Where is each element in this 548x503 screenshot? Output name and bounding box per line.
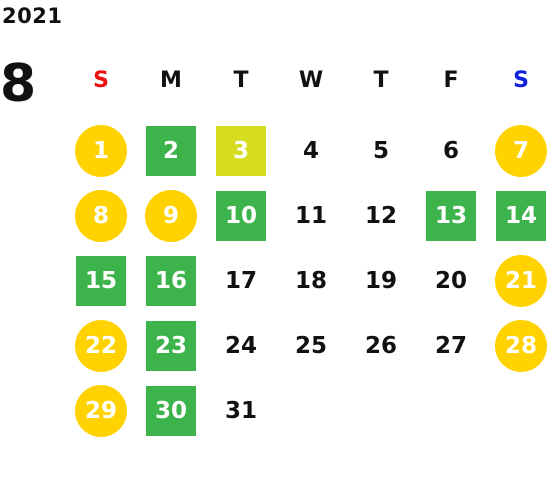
day-cell[interactable]: 17 — [224, 268, 257, 294]
day-cell[interactable]: 1 — [75, 125, 127, 177]
day-cell[interactable]: 3 — [216, 126, 266, 176]
day-cell[interactable]: 23 — [146, 321, 196, 371]
day-cell[interactable]: 4 — [302, 138, 319, 164]
day-cell[interactable]: 24 — [224, 333, 257, 359]
day-cell[interactable]: 22 — [75, 320, 127, 372]
year-label: 2021 — [2, 4, 63, 28]
day-cell[interactable]: 15 — [76, 256, 126, 306]
day-cell[interactable]: 27 — [434, 333, 467, 359]
day-cell[interactable]: 11 — [294, 203, 327, 229]
weekday-label: S — [93, 68, 109, 93]
day-cell[interactable]: 12 — [364, 203, 397, 229]
day-cell[interactable]: 26 — [364, 333, 397, 359]
day-cell[interactable]: 31 — [224, 398, 257, 424]
day-cell[interactable]: 14 — [496, 191, 546, 241]
weekday-label: T — [373, 68, 389, 93]
day-cell[interactable]: 6 — [442, 138, 459, 164]
day-cell[interactable]: 2 — [146, 126, 196, 176]
weekday-label: T — [233, 68, 249, 93]
day-cell[interactable]: 16 — [146, 256, 196, 306]
day-cell[interactable]: 28 — [495, 320, 547, 372]
day-cell[interactable]: 30 — [146, 386, 196, 436]
month-number: 8 — [0, 54, 37, 114]
day-cell[interactable]: 20 — [434, 268, 467, 294]
day-cell[interactable]: 8 — [75, 190, 127, 242]
day-cell[interactable]: 13 — [426, 191, 476, 241]
day-cell[interactable]: 18 — [294, 268, 327, 294]
day-cell[interactable]: 29 — [75, 385, 127, 437]
weekday-label: F — [443, 68, 459, 93]
weekday-label: S — [513, 68, 529, 93]
day-cell[interactable]: 10 — [216, 191, 266, 241]
day-cell[interactable]: 19 — [364, 268, 397, 294]
weekday-label: W — [298, 68, 324, 93]
day-cell[interactable]: 25 — [294, 333, 327, 359]
day-cell[interactable]: 7 — [495, 125, 547, 177]
weekday-label: M — [160, 68, 182, 93]
day-cell[interactable]: 9 — [145, 190, 197, 242]
day-cell[interactable]: 21 — [495, 255, 547, 307]
day-cell[interactable]: 5 — [372, 138, 389, 164]
